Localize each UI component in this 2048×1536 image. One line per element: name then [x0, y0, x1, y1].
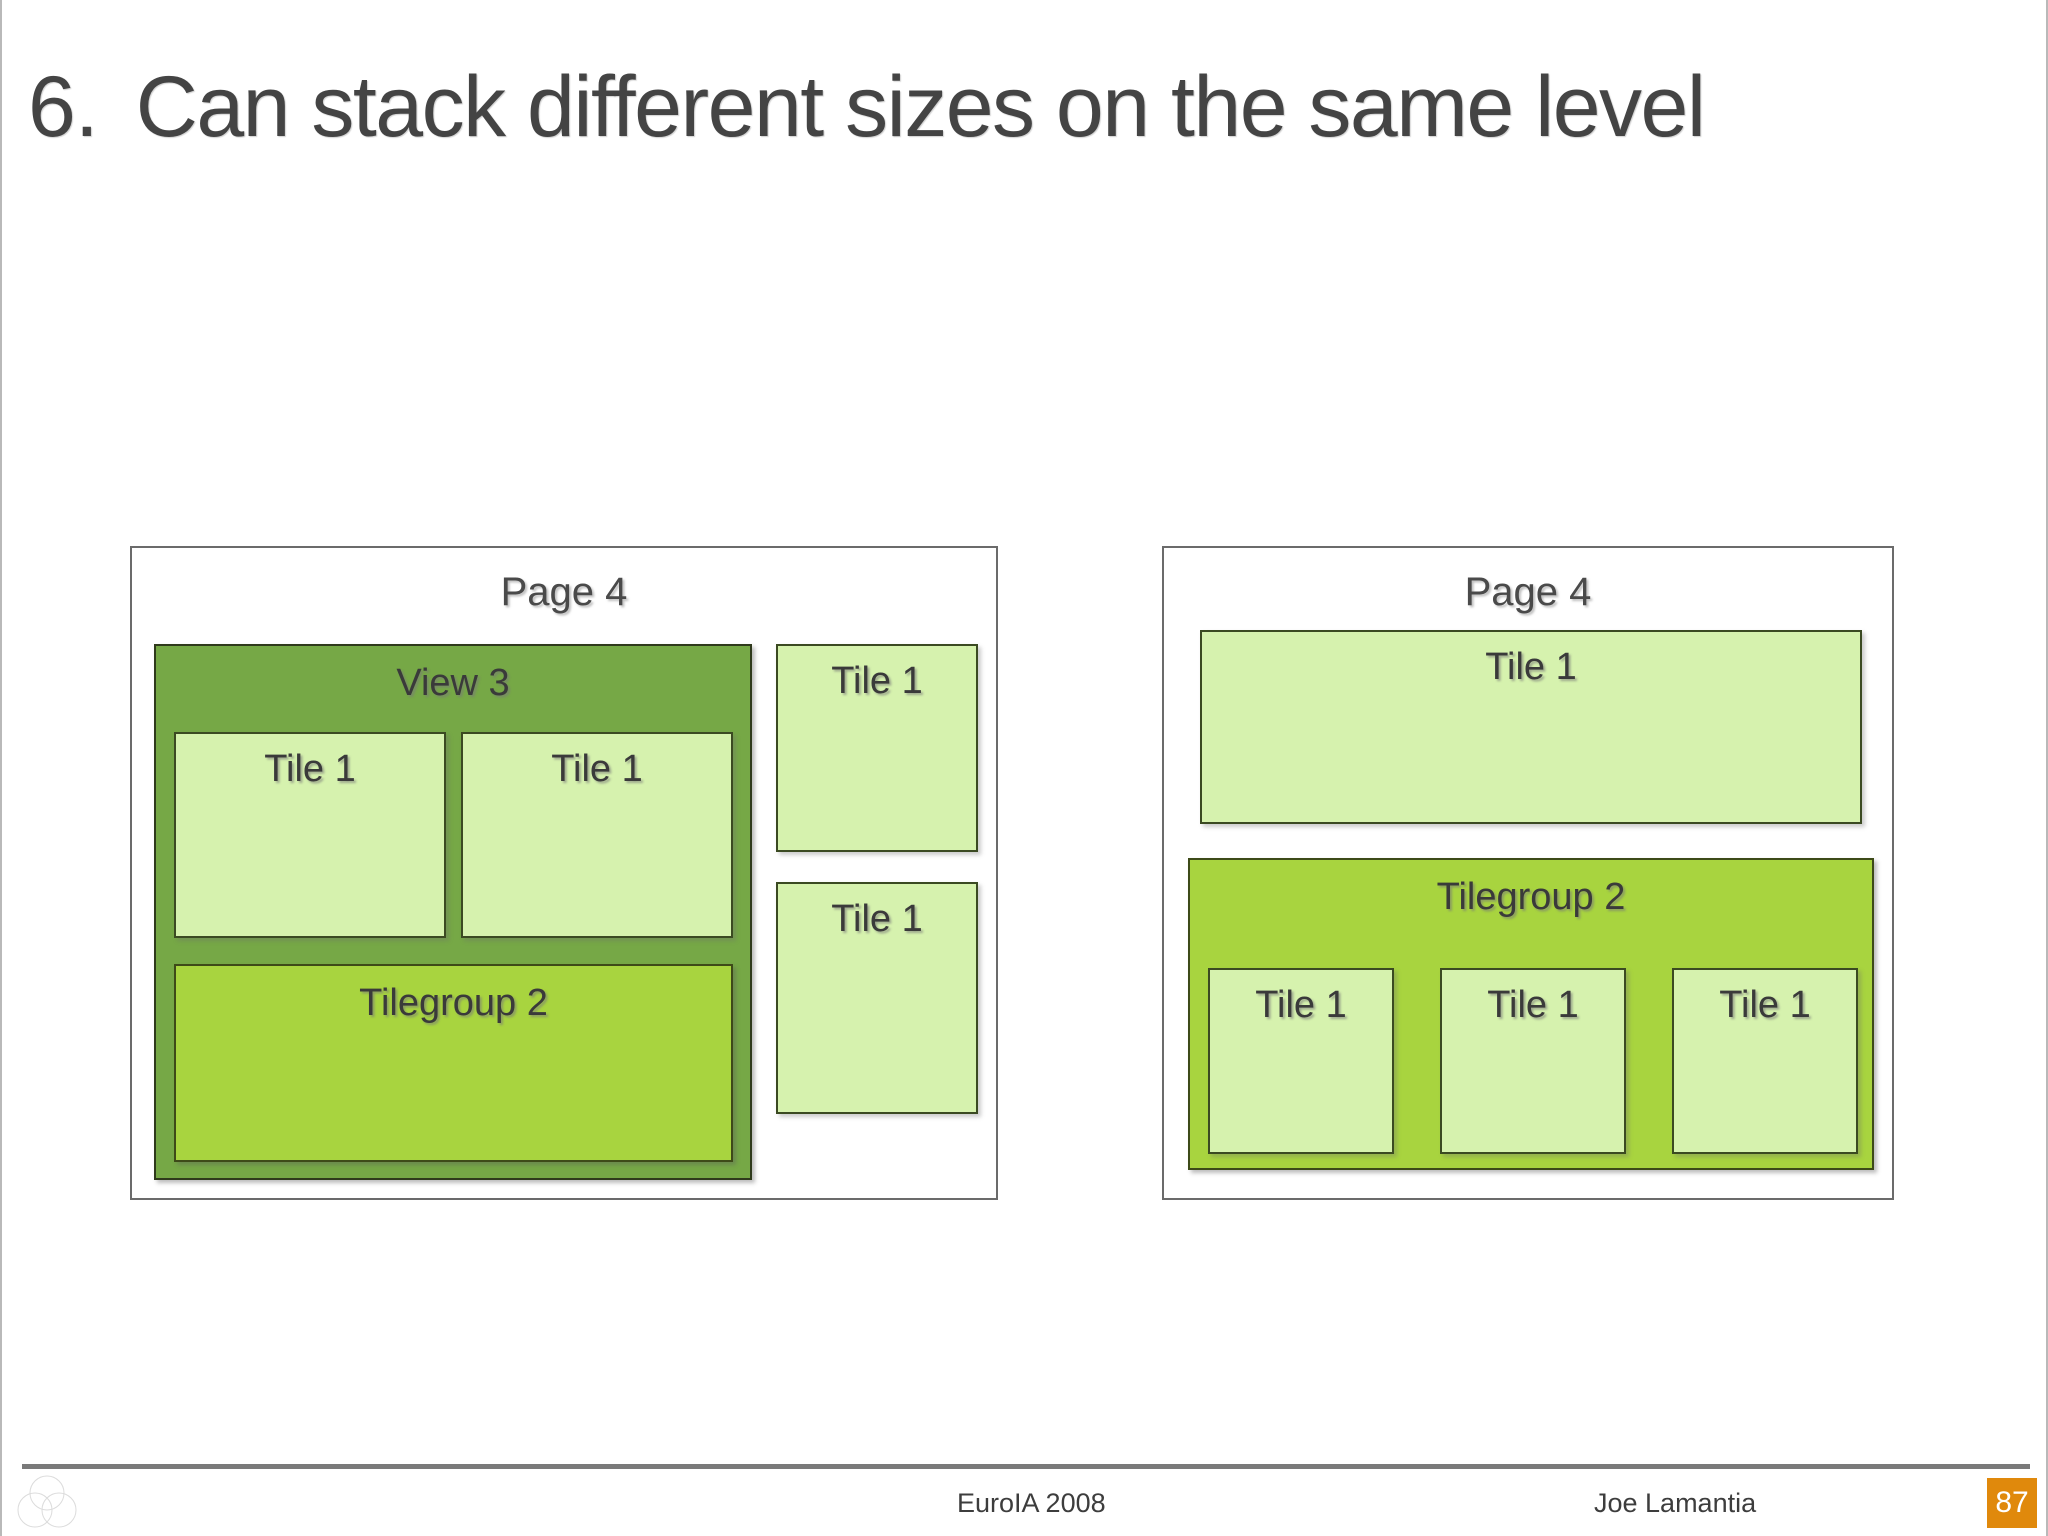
footer-event-label: EuroIA 2008 [957, 1488, 1106, 1518]
title-number: 6. [28, 59, 99, 155]
diagram-left-page-container: Page 4 View 3 Tile 1 Tile 1 Tilegroup 2 … [130, 546, 998, 1200]
tilegroup-2-label: Tilegroup 2 [1436, 876, 1626, 918]
tilegroup-2-box[interactable]: Tilegroup 2 [174, 964, 733, 1162]
page-number-badge: 87 [1987, 1478, 2037, 1528]
left-side-tile-1[interactable]: Tile 1 [776, 644, 978, 852]
view-3-tile-1[interactable]: Tile 1 [174, 732, 446, 938]
tile-label: Tile 1 [1719, 984, 1811, 1026]
tile-label: Tile 1 [1255, 984, 1347, 1026]
right-tilegroup-tile-3[interactable]: Tile 1 [1672, 968, 1858, 1154]
footer-author-label: Joe Lamantia [1594, 1488, 1757, 1518]
tile-label: Tile 1 [1485, 646, 1577, 688]
tile-label: Tile 1 [551, 748, 643, 790]
page-title: 6. Can stack different sizes on the same… [28, 58, 2018, 157]
right-tilegroup-2-box[interactable]: Tilegroup 2 Tile 1 Tile 1 Tile 1 [1188, 858, 1874, 1170]
right-top-tile[interactable]: Tile 1 [1200, 630, 1862, 824]
view-3-tile-2[interactable]: Tile 1 [461, 732, 733, 938]
footer-divider [22, 1464, 2030, 1469]
venn-circles-logo-icon [17, 1475, 77, 1528]
right-tilegroup-tile-2[interactable]: Tile 1 [1440, 968, 1626, 1154]
diagram-left-page-label: Page 4 [500, 570, 628, 614]
tile-label: Tile 1 [831, 660, 923, 702]
tilegroup-2-label: Tilegroup 2 [359, 982, 548, 1024]
footer: EuroIA 2008 Joe Lamantia [2, 1470, 2048, 1536]
diagram-right-page-container: Page 4 Tile 1 Tilegroup 2 Tile 1 Tile 1 … [1162, 546, 1894, 1200]
tile-label: Tile 1 [264, 748, 356, 790]
title-text: Can stack different sizes on the same le… [135, 59, 1706, 155]
tile-label: Tile 1 [1487, 984, 1579, 1026]
left-side-tile-2[interactable]: Tile 1 [776, 882, 978, 1114]
right-tilegroup-tile-1[interactable]: Tile 1 [1208, 968, 1394, 1154]
tile-label: Tile 1 [831, 898, 923, 940]
diagram-right-page-label: Page 4 [1464, 570, 1592, 614]
view-3-label: View 3 [396, 662, 510, 704]
view-3-box[interactable]: View 3 Tile 1 Tile 1 Tilegroup 2 [154, 644, 752, 1180]
